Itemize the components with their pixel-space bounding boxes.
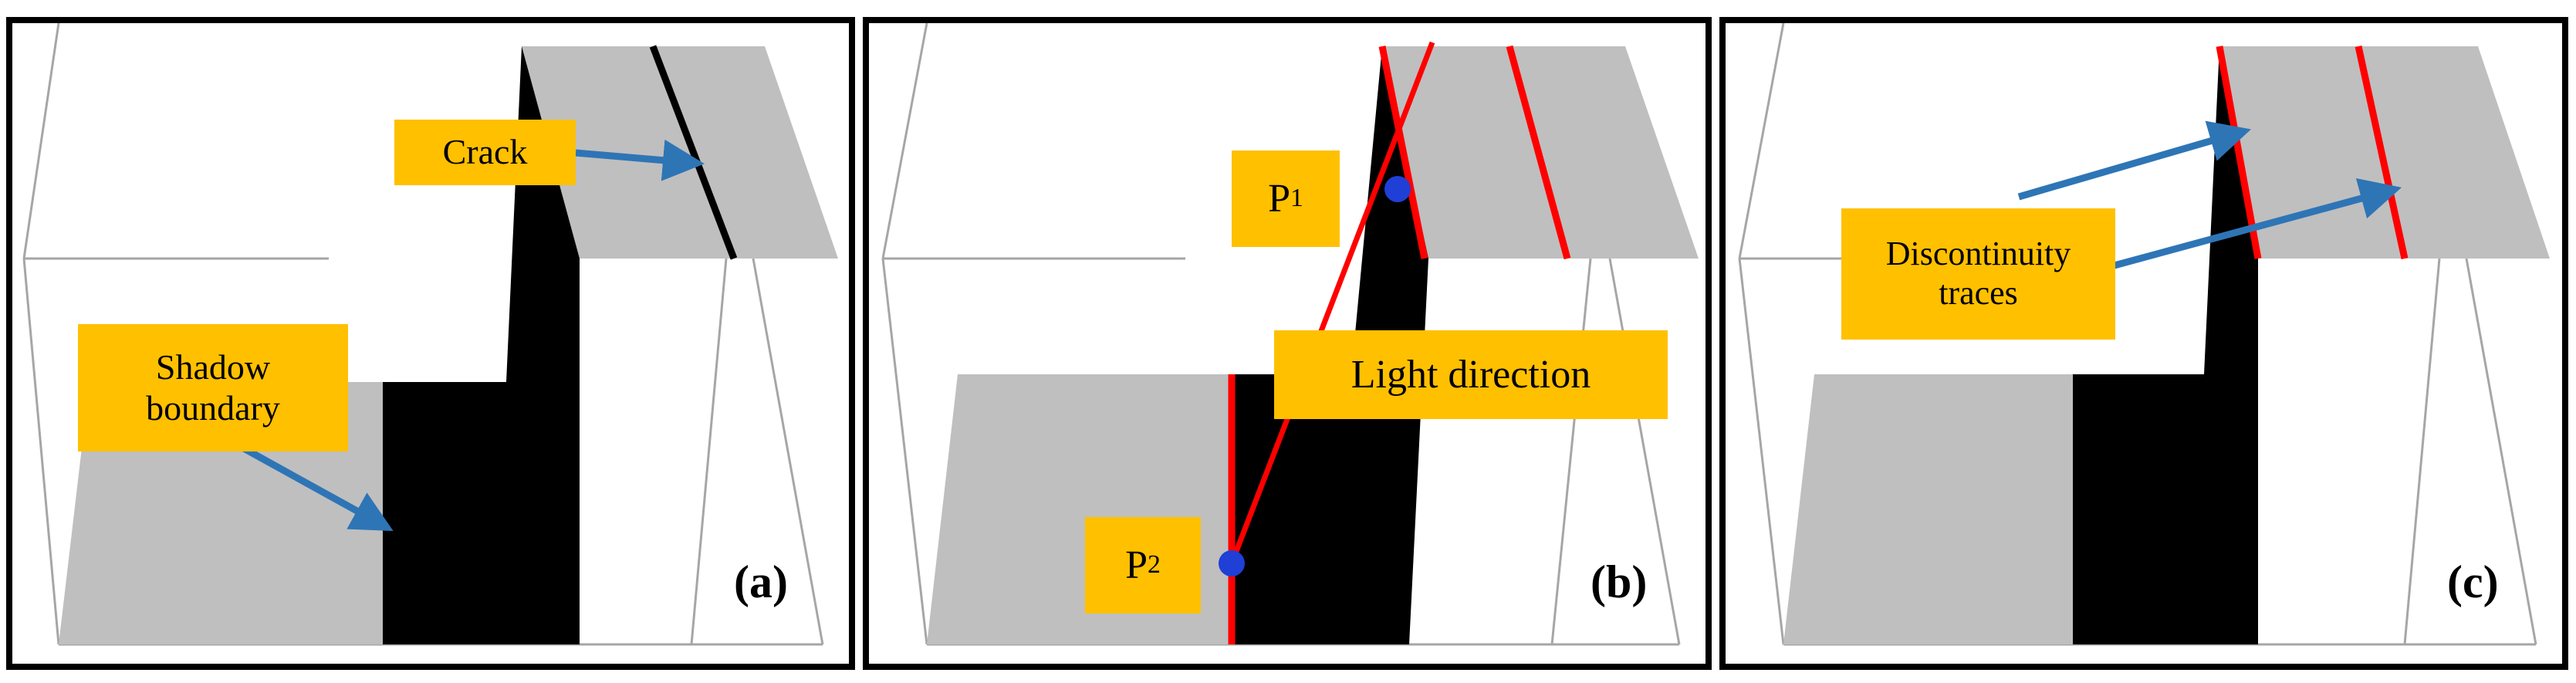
shadow-boundary-label: Shadow boundary <box>78 324 348 451</box>
disc-label-line1: Discontinuity <box>1885 235 2071 273</box>
panel-b-tag: (b) <box>1591 556 1648 607</box>
shadow-region <box>2073 46 2258 644</box>
bottom-gray-face <box>1783 374 2073 644</box>
trace-arrow-upper <box>2017 120 2251 201</box>
trace-line-2 <box>1506 45 1571 260</box>
trace-line-1 <box>1378 46 1428 259</box>
shadow-label-line2: boundary <box>146 387 280 428</box>
panel-c-drawing <box>1738 23 2550 646</box>
p1-sub: 1 <box>1290 184 1303 213</box>
trace-line-2 <box>2355 46 2409 259</box>
panel-a-tag: (a) <box>734 556 788 607</box>
panel-a: Crack Shadow boundary (a) <box>6 17 855 670</box>
point-p1 <box>1384 176 1411 202</box>
p1-main: P <box>1268 176 1290 221</box>
crack-arrow <box>575 139 705 181</box>
trace-arrow-lower <box>2110 178 2402 270</box>
discontinuity-traces-label: Discontinuity traces <box>1841 208 2115 340</box>
panel-c-tag: (c) <box>2447 556 2499 607</box>
p2-sub: 2 <box>1148 550 1161 580</box>
panel-b-drawing <box>881 23 1699 646</box>
shadow-region <box>1232 46 1428 644</box>
panel-c: Discontinuity traces (c) <box>1719 17 2568 670</box>
shadow-region <box>383 46 580 644</box>
shadow-arrow <box>226 437 394 532</box>
crack-label: Crack <box>394 120 576 185</box>
shadow-label-line1: Shadow <box>155 347 271 387</box>
p2-main: P <box>1125 543 1148 587</box>
light-direction-label: Light direction <box>1274 330 1668 419</box>
disc-label-line2: traces <box>1939 274 2018 312</box>
light-direction-line <box>1229 41 1435 565</box>
point-p2 <box>1219 550 1245 576</box>
